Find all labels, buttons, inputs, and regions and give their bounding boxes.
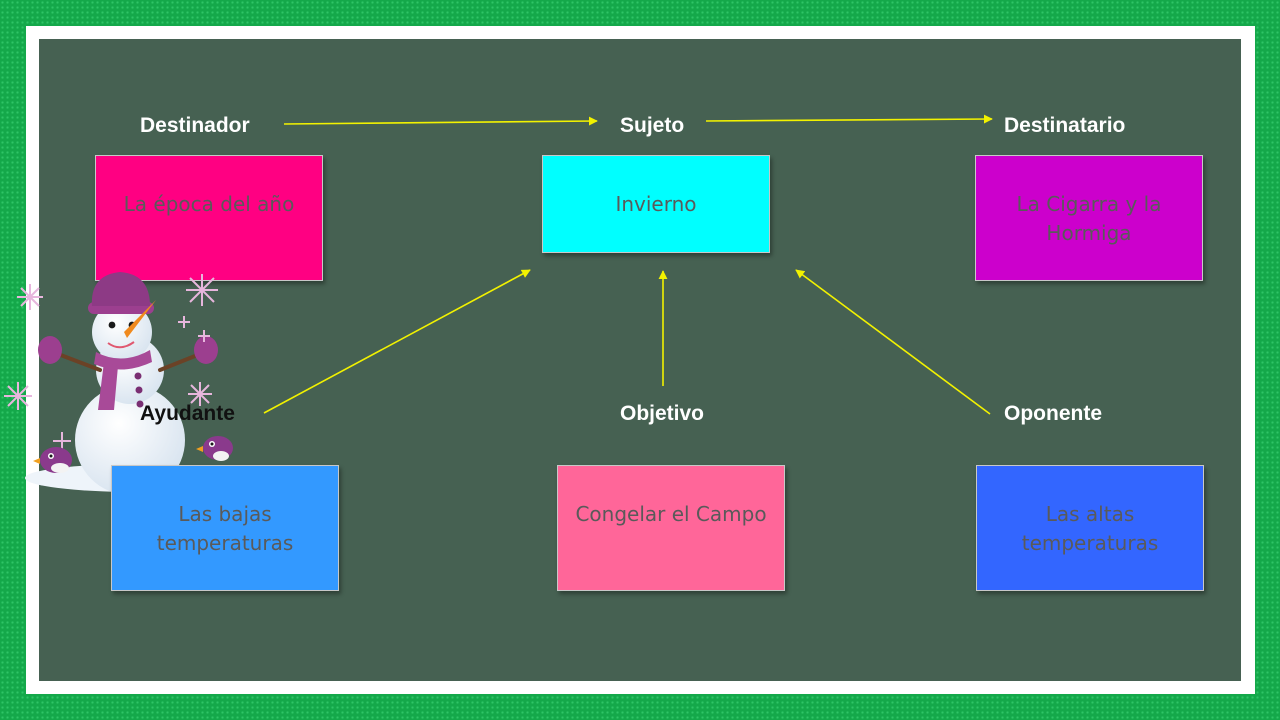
button-3 xyxy=(136,400,144,408)
role-label-destinatario: Destinatario xyxy=(1004,114,1126,137)
box-destinatario: La Cigarra y la Hormiga xyxy=(975,155,1203,281)
button-1 xyxy=(134,372,142,380)
button-2 xyxy=(135,386,143,394)
snowflake-icon xyxy=(4,274,218,450)
box-destinatario-text: La Cigarra y la Hormiga xyxy=(1016,192,1162,245)
box-sujeto-text: Invierno xyxy=(615,192,697,216)
bird-left-icon xyxy=(33,447,72,473)
box-ayudante: Las bajas temperaturas xyxy=(111,465,339,591)
role-label-oponente: Oponente xyxy=(1004,402,1102,425)
mitten-left xyxy=(38,336,62,364)
role-label-ayudante: Ayudante xyxy=(140,402,235,425)
box-objetivo-text: Congelar el Campo xyxy=(575,502,767,526)
hat-top xyxy=(91,272,150,306)
box-destinador: La época del año xyxy=(95,155,323,281)
snowman-head xyxy=(92,302,152,362)
snowman-nose xyxy=(124,300,156,338)
role-label-destinador: Destinador xyxy=(140,114,250,137)
arm-right xyxy=(158,352,202,372)
role-label-objetivo: Objetivo xyxy=(620,402,705,425)
arm-left xyxy=(56,352,102,372)
bird-right-icon xyxy=(196,436,233,461)
box-ayudante-text: Las bajas temperaturas xyxy=(156,502,294,555)
box-oponente-text: Las altas temperaturas xyxy=(1021,502,1159,555)
box-oponente: Las altas temperaturas xyxy=(976,465,1204,591)
box-destinador-text: La época del año xyxy=(123,192,295,216)
box-sujeto: Invierno xyxy=(542,155,770,253)
snowman-eye-left xyxy=(108,321,116,329)
snowman-smile xyxy=(107,341,135,349)
scarf-tail xyxy=(98,362,118,410)
box-objetivo: Congelar el Campo xyxy=(557,465,785,591)
mitten-right xyxy=(194,336,218,364)
snowman-illustration xyxy=(4,272,245,495)
role-label-sujeto: Sujeto xyxy=(620,114,685,137)
